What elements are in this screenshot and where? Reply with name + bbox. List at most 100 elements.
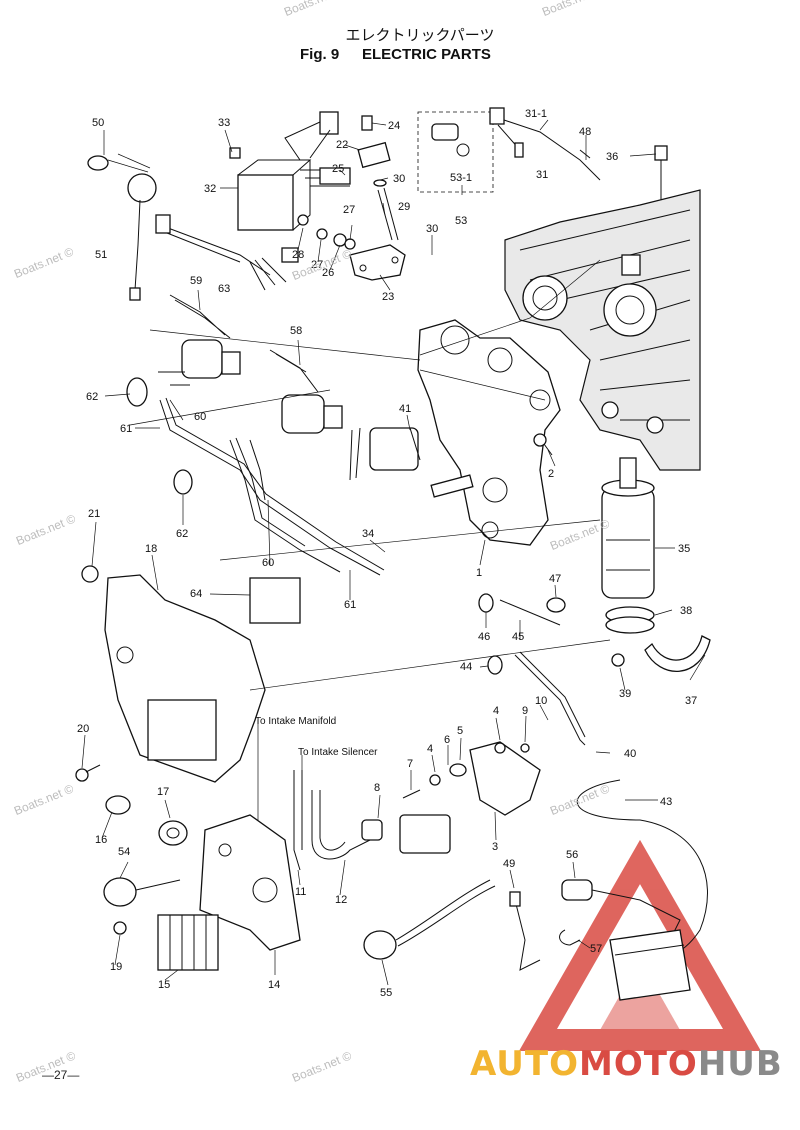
grommet-part-21 [81, 565, 99, 583]
callout-label: 6 [444, 734, 450, 746]
callout-label: 48 [579, 126, 591, 138]
callout-label: 25 [332, 163, 344, 175]
bolt-part-19 [113, 921, 127, 935]
wire-part-49 [509, 891, 541, 971]
callout-label: 64 [190, 588, 202, 600]
annotation-intake-silencer: To Intake Silencer [298, 747, 378, 758]
battery-cable-10 [487, 651, 586, 746]
callout-label: 35 [678, 543, 690, 555]
lead-wire-part-45 [478, 593, 566, 626]
band-part-38 [605, 606, 655, 634]
callout-label: 33 [218, 117, 230, 129]
starter-motor-35 [601, 457, 655, 599]
callout-label: 49 [503, 858, 515, 870]
callout-label: 46 [478, 631, 490, 643]
callout-label: 54 [118, 846, 130, 858]
callout-label: 19 [110, 961, 122, 973]
callout-label: 53-1 [450, 172, 472, 184]
callout-label: 62 [86, 391, 98, 403]
callout-label: 63 [218, 283, 230, 295]
cover-part-18 [104, 574, 301, 783]
battery-cables-60-61 [159, 397, 385, 576]
rectifier-unit-32 [229, 111, 350, 231]
title-japanese: エレクトリックパーツ [345, 26, 495, 44]
battery-illustration [609, 929, 691, 1001]
callout-label: 21 [88, 508, 100, 520]
sensor-part-55 [363, 879, 496, 960]
callout-label: 43 [660, 796, 672, 808]
callout-label: 31-1 [525, 108, 547, 120]
bracket-part-3 [402, 741, 541, 816]
heat-sink-part-15 [157, 914, 219, 971]
callout-label: 12 [335, 894, 347, 906]
callout-label: 4 [493, 705, 499, 717]
callout-label: 36 [606, 151, 618, 163]
callout-label: 18 [145, 543, 157, 555]
callout-label: 50 [92, 117, 104, 129]
callout-label: 17 [157, 786, 169, 798]
callout-label: 58 [290, 325, 302, 337]
leader-lines [81, 119, 706, 986]
callout-label: 62 [176, 528, 188, 540]
bolt-part-20 [75, 764, 101, 782]
callout-label: 38 [680, 605, 692, 617]
callout-label: 27 [311, 259, 323, 271]
mounting-plate-14 [199, 814, 301, 951]
callout-label: 53 [455, 215, 467, 227]
callout-label: 23 [382, 291, 394, 303]
callout-label: 56 [566, 849, 578, 861]
switch-part-56 [561, 879, 681, 941]
callout-label: 15 [158, 979, 170, 991]
callout-label: 51 [95, 249, 107, 261]
bolt-part-2 [533, 433, 553, 456]
callout-label: 11 [295, 886, 306, 898]
relay-part-59 [126, 294, 241, 407]
callout-label: 44 [460, 661, 472, 673]
wire-harness-63 [155, 214, 299, 291]
callout-label: 26 [322, 267, 334, 279]
bolt-part-39 [611, 653, 625, 667]
bracket-part-1 [417, 319, 561, 546]
callout-label: 1 [476, 567, 482, 579]
callout-label: 60 [194, 411, 206, 423]
valve-part-8 [361, 814, 451, 854]
callout-label: 16 [95, 834, 107, 846]
callout-label: 60 [262, 557, 274, 569]
brand-auto: AUTO [470, 1044, 579, 1084]
callout-label: 31 [536, 169, 548, 181]
sensor-part-16 [105, 795, 131, 815]
callout-label: 32 [204, 183, 216, 195]
figure-number: Fig. 9 [300, 46, 340, 63]
callout-label: 9 [522, 705, 528, 717]
callout-label: 57 [590, 943, 602, 955]
hose-part-11 [293, 770, 303, 871]
coupler-part-54 [103, 877, 181, 907]
switch-assembly-53 [417, 111, 494, 193]
callout-label: 61 [344, 599, 356, 611]
callout-label: 7 [407, 758, 413, 770]
callout-label: 4 [427, 743, 433, 755]
bracket-part-37 [644, 635, 711, 673]
brand-moto: MOTO [578, 1044, 698, 1084]
clamp-part-57 [559, 929, 581, 946]
callout-label: 40 [624, 748, 636, 760]
callout-label: 34 [362, 528, 374, 540]
callout-label: 8 [374, 782, 380, 794]
callout-label: 22 [336, 139, 348, 151]
callout-label: 28 [292, 249, 304, 261]
sensor-part-50 [87, 153, 157, 301]
callout-label: 41 [399, 403, 411, 415]
callout-label: 30 [426, 223, 438, 235]
brand-logo-text: AUTOMOTOHUB [470, 1044, 783, 1084]
engine-block [504, 189, 701, 471]
callout-label: 61 [120, 423, 132, 435]
callout-label: 30 [393, 173, 405, 185]
callout-labels: 50 51 33 32 24 22 25 30 29 27 28 27 26 2… [77, 108, 697, 999]
figure-title: Fig. 9 ELECTRIC PARTS [300, 46, 491, 63]
figure-caption: ELECTRIC PARTS [362, 46, 491, 63]
callout-label: 14 [268, 979, 280, 991]
harness-part-31 [489, 107, 668, 200]
callout-label: 5 [457, 725, 463, 737]
relay-part-58 [173, 349, 343, 495]
